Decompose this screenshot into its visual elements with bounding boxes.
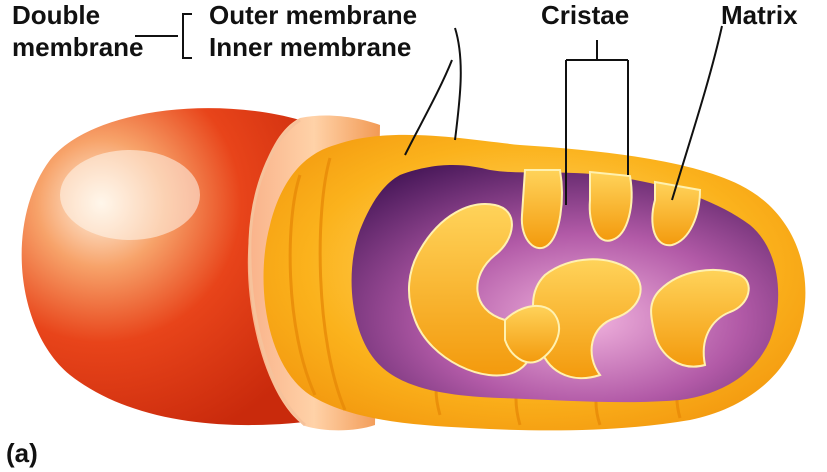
double-membrane-label-line2: membrane — [12, 32, 144, 62]
panel-label: (a) — [6, 438, 38, 468]
cristae-label: Cristae — [541, 0, 629, 30]
double-membrane-label-line1: Double — [12, 0, 100, 30]
inner-membrane-label: Inner membrane — [209, 32, 411, 62]
outer-highlight — [60, 150, 200, 240]
outer-membrane-label: Outer membrane — [209, 0, 417, 30]
matrix-label: Matrix — [721, 0, 798, 30]
